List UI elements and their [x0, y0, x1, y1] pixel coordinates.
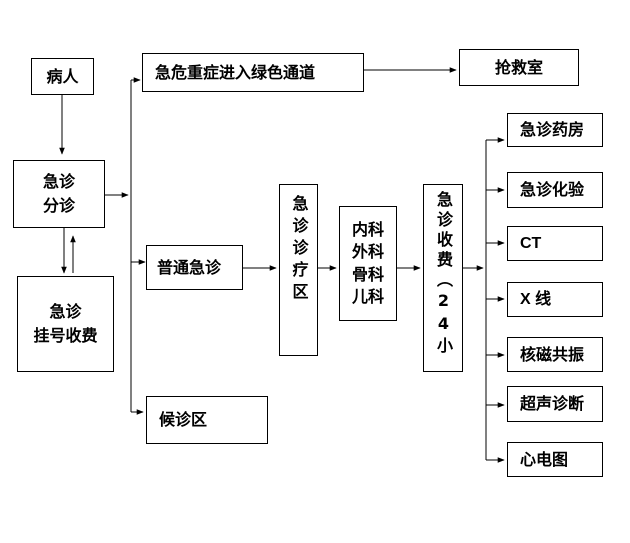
node-rescue-room: 抢救室 [459, 49, 579, 86]
node-ultrasound: 超声诊断 [507, 386, 603, 422]
node-pharmacy: 急诊药房 [507, 113, 603, 147]
node-lab: 急诊化验 [507, 172, 603, 208]
node-cashier: 急诊收费（24小 [423, 184, 463, 372]
node-general-emergency: 普通急诊 [146, 245, 243, 290]
node-ct: CT [507, 226, 603, 261]
node-patient: 病人 [31, 58, 94, 95]
node-waiting-area: 候诊区 [146, 396, 268, 444]
node-departments: 内科 外科 骨科 儿科 [339, 206, 397, 321]
node-registration: 急诊 挂号收费 [17, 276, 114, 372]
node-green-channel: 急危重症进入绿色通道 [142, 53, 364, 92]
node-triage: 急诊 分诊 [13, 160, 105, 228]
node-xray: X 线 [507, 282, 603, 317]
node-ecg: 心电图 [507, 442, 603, 477]
node-treatment-area: 急诊诊疗区 [279, 184, 318, 356]
node-mri: 核磁共振 [507, 337, 603, 372]
